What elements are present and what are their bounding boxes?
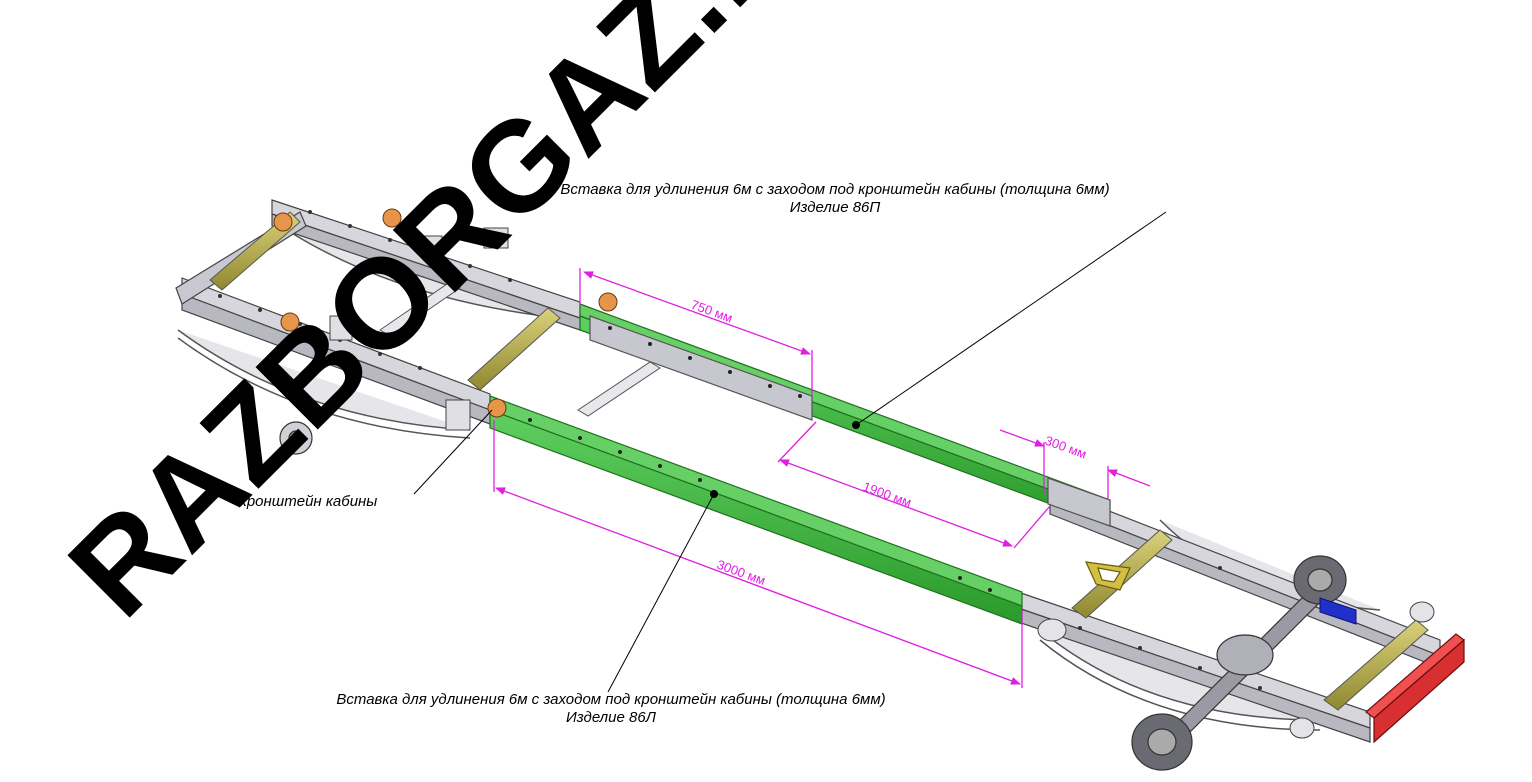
callout-86l-line2: Изделие 86Л: [566, 709, 656, 726]
callout-insert-86p: Вставка для удлинения 6м с заходом под к…: [500, 181, 1170, 217]
leader-dots: [710, 421, 860, 498]
blue-plate: [1319, 597, 1357, 625]
callout-86l-line1: Вставка для удлинения 6м с заходом под к…: [336, 691, 886, 708]
rear-axle: [1131, 555, 1347, 771]
dim-750-label: 750 мм: [689, 297, 735, 326]
tow-hook: [1085, 561, 1131, 591]
dim-300-label: 300 мм: [1043, 433, 1089, 462]
front-hub: [279, 421, 313, 455]
rear-beam: [1365, 633, 1465, 744]
rear-shackles: [1037, 601, 1435, 739]
callout-insert-86l: Вставка для удлинения 6м с заходом под к…: [276, 691, 946, 727]
front-brackets: [329, 227, 509, 431]
callout-bracket-label: Кронштейн кабины: [238, 493, 378, 510]
leader-lines: [413, 211, 1167, 693]
dimension-lines: [493, 268, 1151, 688]
callout-86p-line1: Вставка для удлинения 6м с заходом под к…: [560, 181, 1110, 198]
callout-86p-line2: Изделие 86П: [789, 199, 881, 216]
frame-rail-left: [181, 277, 1371, 743]
insert-86p: [579, 303, 1111, 527]
mid-crossmember: [379, 281, 661, 417]
callout-cab-bracket: Кронштейн кабины: [238, 493, 377, 511]
dim-3000-label: 3000 мм: [715, 557, 768, 588]
dim-1900-label: 1900 мм: [861, 479, 914, 510]
insert-86l: [489, 395, 1023, 625]
